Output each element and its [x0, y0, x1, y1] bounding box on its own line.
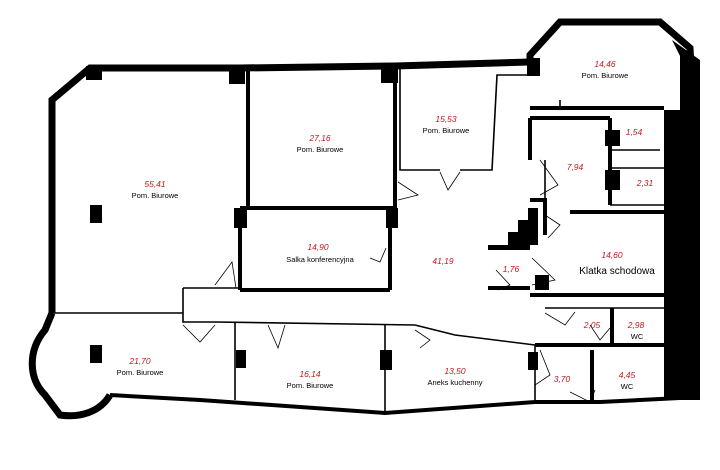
room-name: Salka konferencyjna: [286, 255, 354, 264]
interior-walls: [52, 66, 700, 413]
room-area: 7,94: [567, 162, 584, 172]
room-area: 41,19: [432, 256, 454, 266]
room-area: 13,50: [444, 366, 466, 376]
room-area: 4,45: [619, 370, 636, 380]
room-area: 1,54: [626, 127, 643, 137]
room-name: Pom. Biurowe: [132, 191, 179, 200]
room-name: Pom. Biurowe: [423, 126, 470, 135]
room-area: 16,14: [299, 369, 321, 379]
room-area: 15,53: [435, 114, 457, 124]
room-area: 21,70: [128, 356, 151, 366]
room-area: 3,70: [554, 374, 571, 384]
room-labels: 55,41 Pom. Biurowe 27,16 Pom. Biurowe 15…: [117, 59, 656, 391]
room-area: 1,76: [503, 264, 520, 274]
room-name: Pom. Biurowe: [287, 381, 334, 390]
room-name: Klatka schodowa: [579, 266, 655, 277]
room-area: 2,98: [627, 320, 645, 330]
room-area: 14,46: [594, 59, 616, 69]
room-area: 2,31: [636, 178, 654, 188]
room-name: Aneks kuchenny: [427, 378, 482, 387]
room-area: 55,41: [144, 179, 166, 189]
room-name: Pom. Biurowe: [582, 71, 629, 80]
stair-steps: [488, 208, 538, 250]
room-area: 14,90: [307, 242, 329, 252]
room-area: 2,05: [583, 320, 601, 330]
room-area: 14,60: [601, 250, 623, 260]
room-name: WC: [621, 382, 634, 391]
room-name: Pom. Biurowe: [297, 145, 344, 154]
door-swings: [182, 159, 611, 403]
room-area: 27,16: [308, 133, 331, 143]
room-name: WC: [631, 332, 644, 341]
room-name: Pom. Biurowe: [117, 368, 164, 377]
columns: [86, 58, 620, 370]
